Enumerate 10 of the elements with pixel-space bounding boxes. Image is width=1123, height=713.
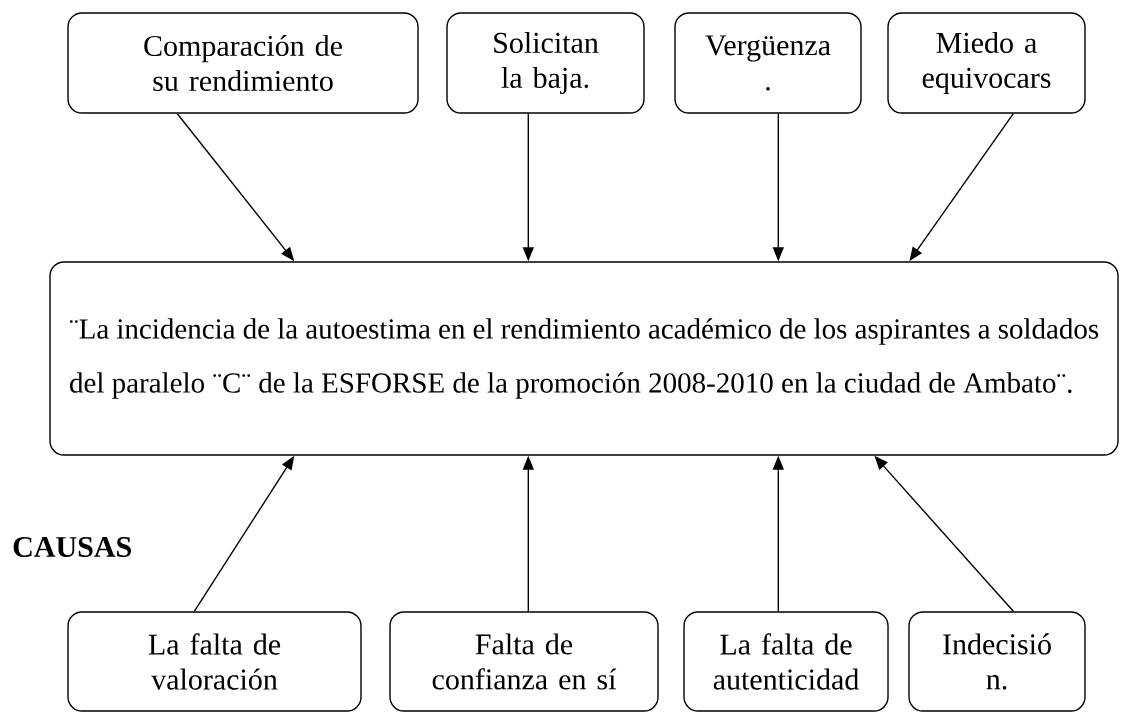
statement-box: ¨La incidencia de la autoestima en el rendimiento académico de los aspirantes a soldados del paralelo ¨C¨ de la ESFORSE de la promoción 2008-2010 en la ciudad de Ambato¨. xyxy=(49,261,1119,456)
effect-box: Vergüenza . xyxy=(674,12,862,114)
cause-box: La falta de autenticidad xyxy=(683,611,889,712)
heading-label: CAUSAS xyxy=(13,536,131,558)
effect-box: Miedo a equivocars xyxy=(887,12,1086,114)
effect-box: Solicitan la baja. xyxy=(446,12,645,114)
cause-box: La falta de valoración xyxy=(67,611,362,712)
effect-box: Comparación de su rendimiento xyxy=(67,12,419,114)
cause-box: Falta de confianza en sí xyxy=(389,611,659,712)
cause-box: Indecisió n. xyxy=(908,611,1086,712)
